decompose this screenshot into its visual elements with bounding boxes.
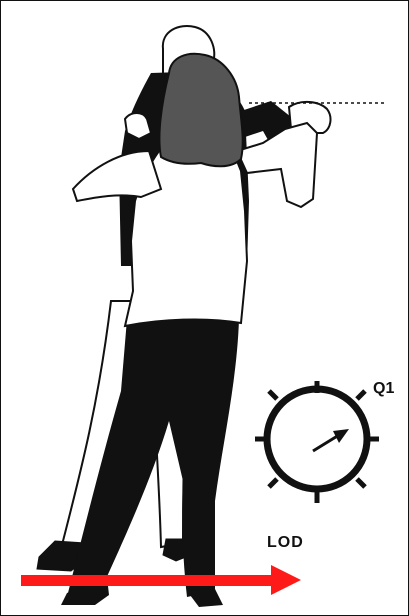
compass-ring [267, 389, 367, 489]
compass-tick-sw [269, 479, 277, 487]
woman-right-shoe [187, 589, 223, 607]
woman-hair [159, 54, 242, 166]
compass-tick-ne [357, 391, 365, 399]
compass-tick-se [357, 479, 365, 487]
woman-right-arm [73, 151, 161, 201]
compass-dial-icon [255, 381, 379, 503]
arrow-shaft [21, 575, 277, 586]
compass-tick-nw [269, 391, 277, 399]
woman-figure [61, 54, 317, 607]
compass-label: Q1 [373, 380, 394, 397]
direction-label: LOD [267, 534, 304, 551]
arrow-head [271, 565, 301, 595]
